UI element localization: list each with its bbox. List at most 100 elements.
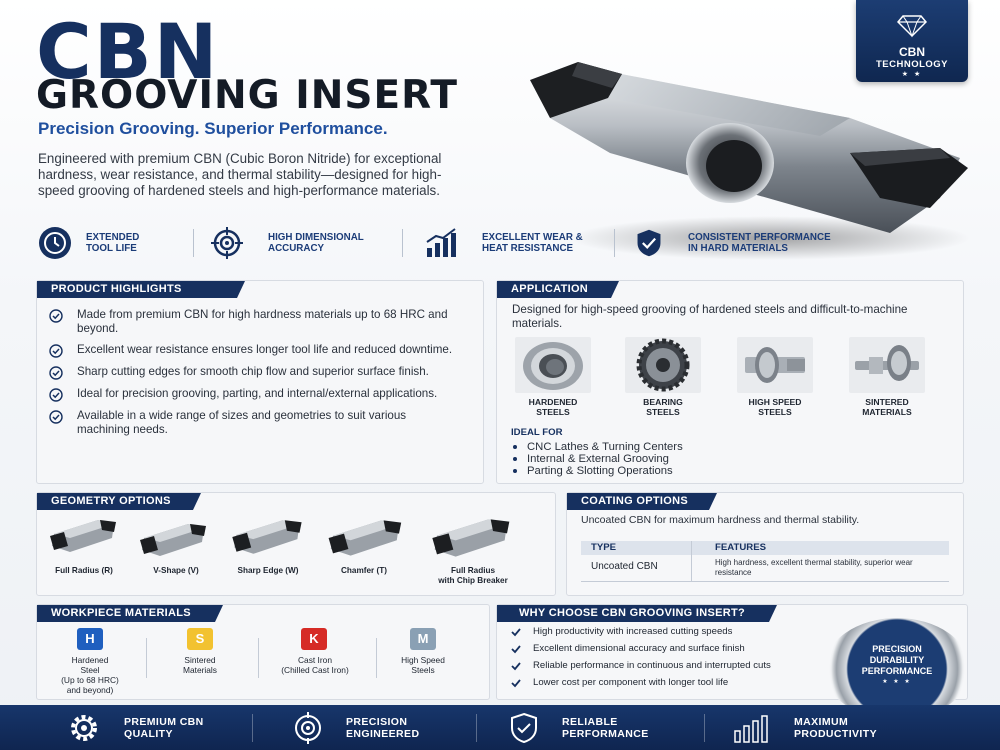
checkmark-icon [511,662,521,671]
divider [402,229,403,257]
material-caption-line2: STEELS [646,407,680,417]
coating-options-title: COATING OPTIONS [567,493,717,510]
crosshair-icon [295,712,321,744]
check-circle-icon [49,410,63,424]
check-circle-icon [49,366,63,380]
growth-chart-icon [426,228,456,257]
coating-options-panel: COATING OPTIONS Uncoated CBN for maximum… [566,492,964,596]
material-caption-line2: MATERIALS [862,407,912,417]
why-item: Reliable performance in continuous and i… [511,660,811,671]
ideal-for-item: Parting & Slotting Operations [513,465,683,477]
workpiece-caption: Hardened Steel (Up to 68 HRC) and beyond… [40,655,140,695]
precision-durability-performance-seal: PRECISION DURABILITY PERFORMANCE ★ ★ ★ [824,618,970,720]
clock-icon [39,227,71,259]
table-divider [691,541,692,581]
workpiece-caption-line1: Cast Iron [298,655,332,665]
footer-label-line1: MAXIMUM [794,716,849,728]
highlight-text: Sharp cutting edges for smooth chip flow… [77,365,429,378]
workpiece-materials-panel: WORKPIECE MATERIALS [36,604,490,700]
geometry-caption-line1: V-Shape (V) [153,566,199,575]
workpiece-caption: Sintered Materials [150,655,250,675]
checkmark-icon [511,644,521,653]
coating-features-cell: High hardness, excellent thermal stabili… [715,558,913,577]
coating-description: Uncoated CBN for maximum hardness and th… [581,514,860,526]
iso-m-badge: M [410,628,436,650]
workpiece-materials-title: WORKPIECE MATERIALS [37,605,223,622]
application-description: Designed for high-speed grooving of hard… [512,303,908,330]
footer-bar [0,705,1000,750]
why-choose-list: High productivity with increased cutting… [511,626,811,694]
seal-line1: PRECISION [872,644,922,654]
why-item: Lower cost per component with longer too… [511,677,811,688]
highlight-text: Available in a wide range of sizes and g… [77,409,407,436]
bearing-steel-gear-image [625,337,701,393]
product-title: GROOVING INSERT [36,73,458,118]
material-caption-line1: HARDENED [528,397,578,407]
shield-check-icon [637,229,661,257]
bullet-dot [513,445,517,449]
check-circle-icon [49,309,63,323]
geometry-options-title: GEOMETRY OPTIONS [37,493,201,510]
v-shape-insert-image [140,524,206,556]
why-text: Lower cost per component with longer too… [533,677,729,688]
checkmark-icon [511,678,521,687]
why-item: Excellent dimensional accuracy and surfa… [511,643,811,654]
footer-label-line1: PRECISION [346,716,408,728]
check-circle-icon [49,344,63,358]
feature-label-line1: EXCELLENT WEAR & [482,232,583,243]
material-caption-line2: STEELS [758,407,792,417]
coating-table-header: TYPE FEATURES [581,541,949,555]
material-caption-line1: SINTERED [865,397,909,407]
why-text: High productivity with increased cutting… [533,626,733,637]
workpiece-caption-line4: and beyond) [66,685,114,695]
workpiece-caption: High Speed Steels [373,655,473,675]
bullet-dot [513,469,517,473]
workpiece-caption-line1: Hardened [71,655,109,665]
ideal-for-item: CNC Lathes & Turning Centers [513,441,683,453]
footer-label-line2: PERFORMANCE [562,728,649,740]
product-highlights-panel: PRODUCT HIGHLIGHTS Made from premium CBN… [36,280,484,484]
divider [614,229,615,257]
workpiece-caption-line3: (Up to 68 HRC) [61,675,119,685]
ideal-for-text: Internal & External Grooving [527,453,669,465]
workpiece-caption-line2: (Chilled Cast Iron) [281,665,349,675]
application-panel: APPLICATION Designed for high-speed groo… [496,280,964,484]
geometry-caption: V-Shape (V) [126,566,226,576]
feature-label-line1: HIGH DIMENSIONAL [268,232,364,243]
column-header-features: FEATURES [715,542,766,553]
geometry-caption-line1: Chamfer (T) [341,566,387,575]
workpiece-caption-line1: Sintered [184,655,216,665]
coating-type-cell: Uncoated CBN [591,561,658,572]
checkmark-icon [511,627,521,636]
sharp-edge-insert-image [232,520,302,554]
feature-label-line2: HEAT RESISTANCE [482,243,574,254]
sintered-materials-part-image [849,337,925,393]
cbn-insert-product-image [530,62,970,260]
feature-label-line1: CONSISTENT PERFORMANCE [688,232,831,243]
divider [704,714,705,742]
footer-label-line2: QUALITY [124,728,173,740]
badge-stars: ★ ★ [901,71,923,78]
material-caption-line2: STEELS [536,407,570,417]
geometry-caption: Chamfer (T) [314,566,414,576]
feature-label-line1: EXTENDED [86,232,140,243]
highlight-text: Made from premium CBN for high hardness … [77,308,448,335]
high-speed-steel-shaft-image [737,337,813,393]
product-highlights-title: PRODUCT HIGHLIGHTS [37,281,245,298]
product-title-cbn: CBN [36,7,220,96]
badge-line1: CBN [899,45,925,59]
workpiece-caption-line2: Materials [183,665,217,675]
hardened-steel-bearing-image [515,337,591,393]
chamfer-insert-image [328,520,402,556]
workpiece-caption: Cast Iron (Chilled Cast Iron) [260,655,370,675]
cbn-technology-badge: CBN TECHNOLOGY ★ ★ [856,0,968,82]
iso-h-badge: H [77,628,103,650]
highlight-item: Sharp cutting edges for smooth chip flow… [49,365,457,380]
